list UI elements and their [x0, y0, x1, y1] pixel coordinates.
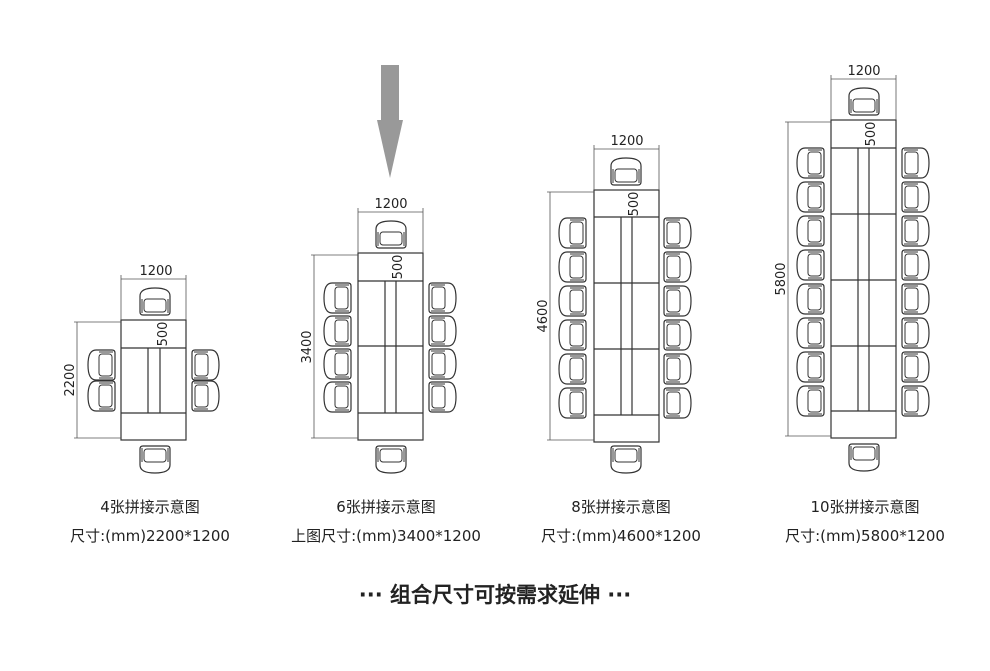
caption-title-8: 8张拼接示意图	[571, 498, 671, 516]
width-dimension: 1200	[374, 197, 407, 212]
down-arrow-icon	[377, 65, 403, 178]
caption-size-8: 尺寸:(mm)4600*1200	[541, 527, 701, 545]
end-dimension: 500	[156, 322, 171, 347]
dimension-lines	[311, 208, 424, 439]
table-10	[830, 119, 897, 439]
diagram-6-tables: 1200 3400 500	[300, 197, 457, 474]
caption-title-10: 10张拼接示意图	[810, 498, 919, 516]
length-dimension: 3400	[300, 330, 315, 363]
end-dimension: 500	[391, 255, 406, 280]
diagram-10-tables: 1200 5800 500	[774, 64, 930, 472]
table-8	[593, 189, 660, 443]
dimension-lines	[547, 145, 660, 441]
caption-size-4: 尺寸:(mm)2200*1200	[70, 527, 230, 545]
caption-title-6: 6张拼接示意图	[336, 498, 436, 516]
length-dimension: 4600	[536, 299, 551, 332]
diagram-4-tables: 1200 2200 500	[63, 264, 220, 474]
caption-title-4: 4张拼接示意图	[100, 498, 200, 516]
table-6	[357, 252, 424, 441]
length-dimension: 2200	[63, 363, 78, 396]
end-dimension: 500	[627, 192, 642, 217]
length-dimension: 5800	[774, 262, 789, 295]
dimension-lines	[74, 275, 187, 439]
dimension-lines	[785, 75, 897, 437]
table-4	[120, 319, 187, 441]
width-dimension: 1200	[847, 64, 880, 79]
width-dimension: 1200	[610, 134, 643, 149]
footer-note: ··· 组合尺寸可按需求延伸 ···	[359, 583, 632, 607]
end-dimension: 500	[864, 122, 879, 147]
width-dimension: 1200	[139, 264, 172, 279]
caption-size-10: 尺寸:(mm)5800*1200	[785, 527, 945, 545]
diagram-8-tables: 1200 4600 500	[536, 134, 692, 474]
caption-size-6: 上图尺寸:(mm)3400*1200	[291, 527, 481, 545]
